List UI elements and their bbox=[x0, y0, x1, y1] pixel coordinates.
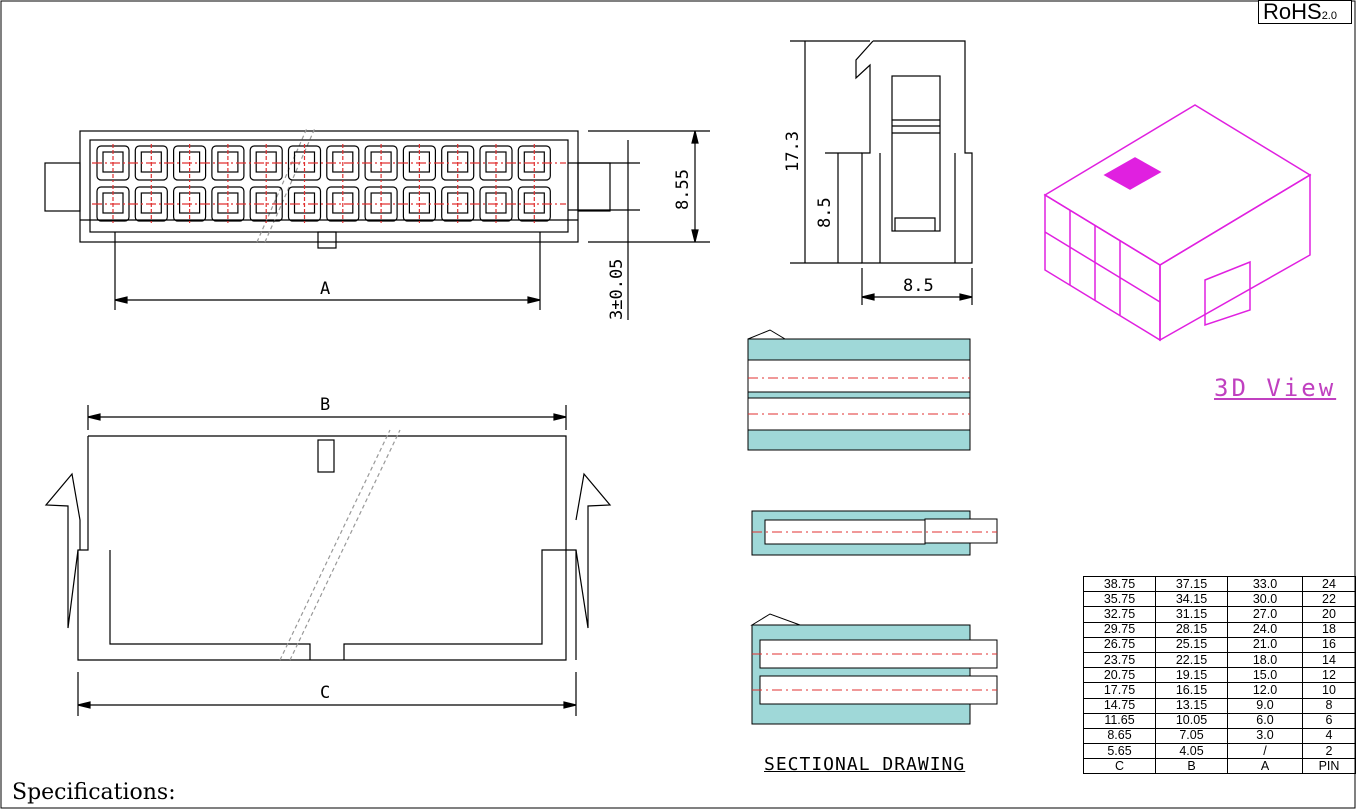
table-cell: 26.75 bbox=[1083, 636, 1156, 653]
table-cell: 4.05 bbox=[1155, 743, 1228, 760]
dim-label-c: C bbox=[320, 683, 330, 703]
table-cell: 18.0 bbox=[1227, 651, 1303, 669]
specifications-heading: Specifications: bbox=[12, 780, 176, 805]
table-cell: 24 bbox=[1302, 575, 1356, 593]
table-cell: 38.75 bbox=[1083, 575, 1156, 593]
pin-cavities bbox=[92, 144, 566, 223]
table-cell: 13.15 bbox=[1155, 697, 1228, 714]
table-cell: 14.75 bbox=[1083, 697, 1156, 714]
section-view-3 bbox=[750, 613, 998, 725]
side-view bbox=[790, 40, 973, 305]
table-header-cell: B bbox=[1155, 758, 1228, 775]
table-cell: / bbox=[1227, 743, 1303, 760]
table-cell: 15.0 bbox=[1227, 667, 1303, 684]
table-cell: 29.75 bbox=[1083, 621, 1156, 638]
bottom-view bbox=[44, 405, 612, 716]
table-cell: 17.75 bbox=[1083, 682, 1156, 699]
table-cell: 22 bbox=[1302, 591, 1356, 608]
dim-label-855: 8.55 bbox=[673, 169, 693, 210]
table-cell: 24.0 bbox=[1227, 621, 1303, 638]
table-cell: 5.65 bbox=[1083, 743, 1156, 760]
dim-label-85h: 8.5 bbox=[903, 276, 934, 296]
table-cell: 35.75 bbox=[1083, 591, 1156, 608]
rohs-text: RoHS bbox=[1263, 0, 1322, 24]
table-header-cell: A bbox=[1227, 758, 1303, 775]
table-cell: 12.0 bbox=[1227, 682, 1303, 699]
table-cell: 23.75 bbox=[1083, 651, 1156, 669]
table-cell: 22.15 bbox=[1155, 651, 1228, 669]
caption-sectional: SECTIONAL DRAWING bbox=[764, 754, 966, 775]
table-cell: 14 bbox=[1302, 651, 1356, 669]
dim-label-85v: 8.5 bbox=[815, 197, 835, 228]
table-cell: 12 bbox=[1302, 667, 1356, 684]
table-cell: 6.0 bbox=[1227, 712, 1303, 729]
table-cell: 28.15 bbox=[1155, 621, 1228, 638]
table-cell: 9.0 bbox=[1227, 697, 1303, 714]
section-view-1 bbox=[747, 329, 971, 451]
table-cell: 16 bbox=[1302, 636, 1356, 653]
dim-label-173: 17.3 bbox=[783, 131, 803, 172]
table-cell: 4 bbox=[1302, 727, 1356, 745]
table-cell: 20.75 bbox=[1083, 667, 1156, 684]
table-cell: 3.0 bbox=[1227, 727, 1303, 745]
front-view bbox=[44, 127, 710, 320]
table-header-cell: C bbox=[1083, 758, 1156, 775]
table-cell: 8 bbox=[1302, 697, 1356, 714]
table-cell: 18 bbox=[1302, 621, 1356, 638]
table-cell: 10.05 bbox=[1155, 712, 1228, 729]
dim-label-pitch: 3±0.05 bbox=[607, 259, 627, 320]
table-cell: 10 bbox=[1302, 682, 1356, 699]
table-cell: 31.15 bbox=[1155, 606, 1228, 623]
table-cell: 8.65 bbox=[1083, 727, 1156, 745]
table-header-cell: PIN bbox=[1302, 758, 1356, 775]
connector-3d-view bbox=[1043, 104, 1312, 342]
table-cell: 27.0 bbox=[1227, 606, 1303, 623]
table-cell: 25.15 bbox=[1155, 636, 1228, 653]
dim-label-b: B bbox=[320, 395, 330, 415]
table-cell: 34.15 bbox=[1155, 591, 1228, 608]
table-cell: 11.65 bbox=[1083, 712, 1156, 729]
rohs-version: 2.0 bbox=[1321, 10, 1337, 22]
table-cell: 7.05 bbox=[1155, 727, 1228, 745]
table-cell: 30.0 bbox=[1227, 591, 1303, 608]
table-cell: 16.15 bbox=[1155, 682, 1228, 699]
caption-3d-view: 3D View bbox=[1214, 374, 1337, 402]
section-view-2 bbox=[751, 510, 998, 556]
table-cell: 2 bbox=[1302, 743, 1356, 760]
table-cell: 32.75 bbox=[1083, 606, 1156, 623]
rohs-badge: RoHS2.0 bbox=[1258, 0, 1352, 24]
table-cell: 19.15 bbox=[1155, 667, 1228, 684]
dim-label-a: A bbox=[320, 279, 330, 299]
table-cell: 6 bbox=[1302, 712, 1356, 729]
table-cell: 20 bbox=[1302, 606, 1356, 623]
table-cell: 21.0 bbox=[1227, 636, 1303, 653]
table-cell: 37.15 bbox=[1155, 575, 1228, 593]
table-cell: 33.0 bbox=[1227, 575, 1303, 593]
